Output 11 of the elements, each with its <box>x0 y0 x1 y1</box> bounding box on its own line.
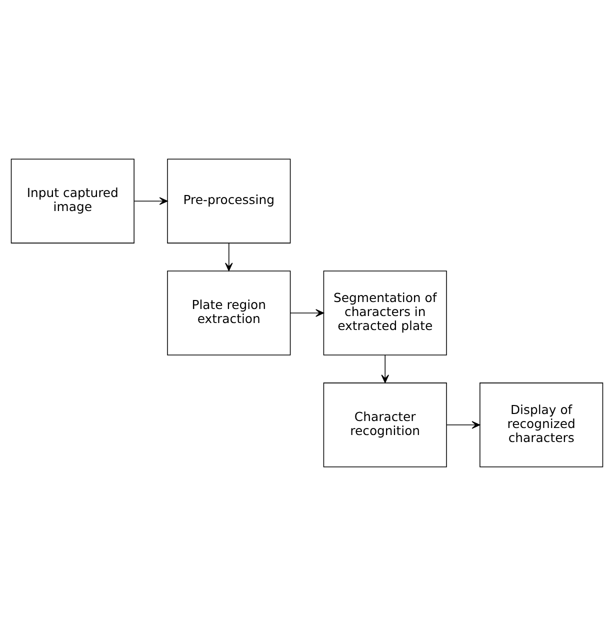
arrow <box>290 308 324 316</box>
arrow <box>134 196 168 204</box>
arrow <box>446 420 480 428</box>
node-box: Plate region extraction <box>167 270 291 355</box>
node-box: Character recognition <box>323 382 447 467</box>
node-box: Display of recognized characters <box>480 382 604 467</box>
node-box: Input captured image <box>10 158 134 243</box>
arrow <box>381 354 389 383</box>
node-box: Pre-processing <box>167 158 291 243</box>
node-box: Segmentation of characters in extracted plate <box>323 270 447 355</box>
arrow <box>225 242 233 271</box>
